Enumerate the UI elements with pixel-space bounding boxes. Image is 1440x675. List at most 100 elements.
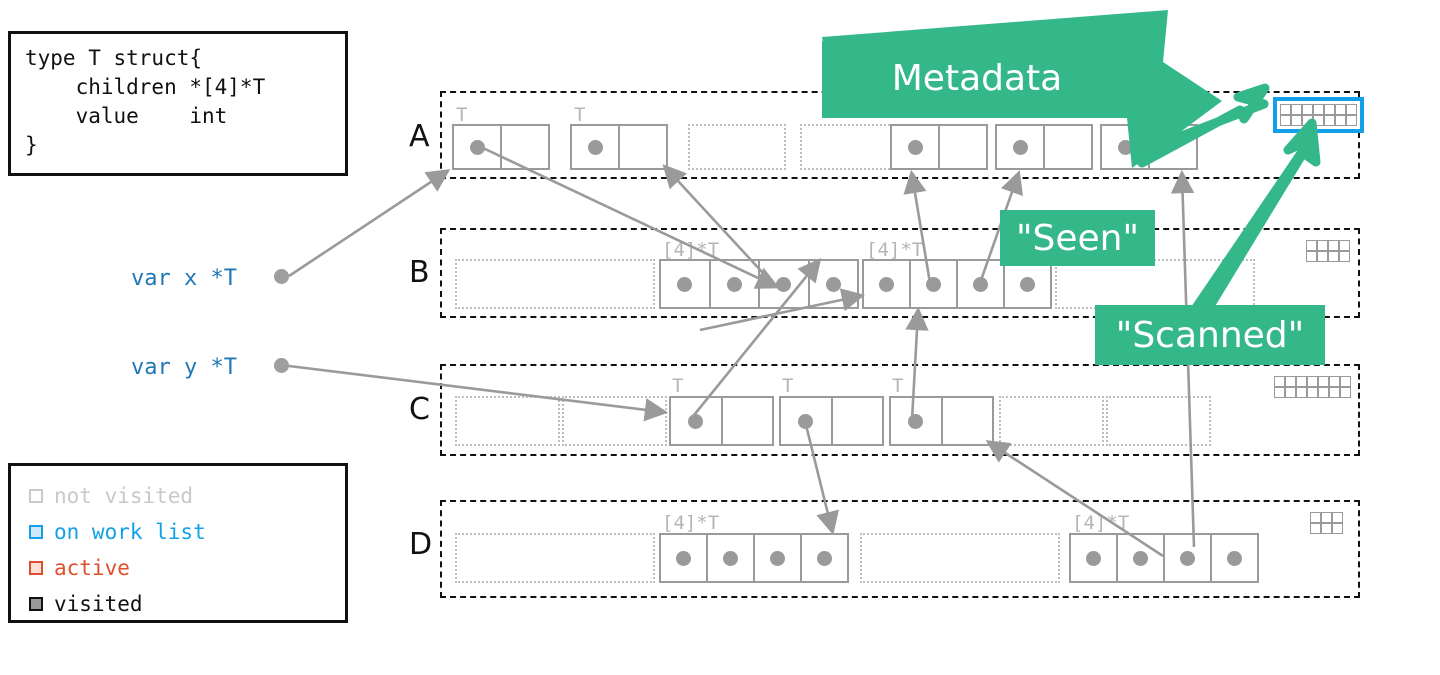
object-cell	[1057, 261, 1253, 307]
pointer-dot	[908, 413, 924, 429]
pointer-dot	[798, 413, 814, 429]
object-cell	[802, 126, 896, 168]
object-cell	[911, 261, 958, 307]
object-cell	[1071, 535, 1118, 581]
type-tag: [4]*T	[662, 512, 720, 534]
code-line: type T struct{	[25, 46, 203, 70]
object-cell	[723, 398, 773, 444]
object-cell	[457, 535, 653, 581]
heap-object-free	[562, 396, 667, 446]
var-x-label: var x *T	[131, 266, 237, 291]
pointer-dot	[1086, 550, 1101, 566]
metadata-row	[1306, 251, 1350, 262]
object-cell	[833, 398, 883, 444]
pointer-dot	[926, 276, 941, 292]
metadata-grid-row-a[interactable]	[1273, 97, 1364, 133]
object-cell	[1005, 261, 1050, 307]
object-cell	[454, 126, 502, 168]
object-cell	[755, 535, 802, 581]
pointer-dot	[879, 276, 894, 292]
object-cell	[891, 398, 943, 444]
heap-object[interactable]	[862, 259, 1052, 309]
heap-object-free	[999, 396, 1104, 446]
metadata-row	[1280, 115, 1357, 126]
object-cell	[572, 126, 620, 168]
pointer-dot	[1180, 550, 1195, 566]
metadata-row	[1280, 104, 1357, 115]
pointer-dot	[825, 276, 841, 292]
metadata-grid-row-b[interactable]	[1306, 240, 1350, 262]
pointer-dot	[726, 276, 742, 292]
pointer-dot	[1133, 550, 1148, 566]
row-label-d: D	[409, 527, 433, 562]
var-x-pointer-dot	[274, 269, 289, 284]
heap-object[interactable]	[659, 259, 859, 309]
metadata-row	[1274, 376, 1351, 387]
object-cell	[457, 398, 558, 444]
heap-object-free	[1106, 396, 1211, 446]
heap-row-d	[440, 500, 1360, 598]
object-cell	[862, 535, 1058, 581]
type-tag: T	[672, 375, 684, 397]
legend-label: on work list	[54, 519, 206, 544]
object-cell	[1150, 126, 1196, 168]
heap-object[interactable]	[889, 396, 994, 446]
pointer-dot	[587, 139, 603, 155]
type-tag: [4]*T	[866, 239, 924, 261]
type-tag: T	[574, 104, 586, 126]
pointer-dot	[469, 139, 485, 155]
heap-object[interactable]	[779, 396, 884, 446]
pointer-dot	[973, 276, 988, 292]
heap-object-free	[800, 124, 898, 170]
legend-swatch-icon	[29, 597, 43, 611]
row-label-b: B	[409, 255, 430, 290]
heap-object[interactable]	[995, 124, 1093, 170]
object-cell	[1102, 126, 1150, 168]
heap-object[interactable]	[1100, 124, 1198, 170]
callout-scanned: "Scanned"	[1095, 305, 1325, 365]
pointer-dot	[1117, 139, 1133, 155]
legend-swatch-icon	[29, 489, 43, 503]
object-cell	[1118, 535, 1165, 581]
metadata-grid-row-d[interactable]	[1310, 512, 1343, 534]
pointer-dot	[1020, 276, 1035, 292]
callout-metadata: Metadata	[822, 38, 1132, 118]
type-tag: T	[456, 104, 468, 126]
object-cell	[711, 261, 760, 307]
object-cell	[671, 398, 723, 444]
object-cell	[810, 261, 858, 307]
code-line: value int	[25, 104, 228, 128]
heap-object[interactable]	[1069, 533, 1259, 583]
struct-definition-box: type T struct{ children *[4]*T value int…	[8, 31, 348, 176]
heap-object[interactable]	[669, 396, 774, 446]
heap-object[interactable]	[570, 124, 668, 170]
legend-item-active: active	[29, 550, 345, 586]
object-cell	[620, 126, 666, 168]
heap-object[interactable]	[452, 124, 550, 170]
heap-object[interactable]	[659, 533, 849, 583]
callout-seen: "Seen"	[1000, 210, 1155, 266]
object-cell	[661, 261, 711, 307]
heap-object-free	[860, 533, 1060, 583]
var-y-pointer-dot	[274, 358, 289, 373]
pointer-dot	[770, 550, 785, 566]
legend-label: visited	[54, 591, 143, 616]
legend-swatch-icon	[29, 525, 43, 539]
object-cell	[760, 261, 810, 307]
metadata-row	[1310, 523, 1343, 534]
object-cell	[661, 535, 708, 581]
metadata-grid-row-c[interactable]	[1274, 376, 1351, 398]
pointer-dot	[677, 276, 693, 292]
pointer-dot	[907, 139, 923, 155]
row-label-a: A	[409, 119, 430, 154]
object-cell	[1001, 398, 1102, 444]
type-tag: [4]*T	[662, 239, 720, 261]
pointer-dot	[688, 413, 704, 429]
object-cell	[690, 126, 784, 168]
heap-object-free	[1055, 259, 1255, 309]
heap-object[interactable]	[890, 124, 988, 170]
type-tag: [4]*T	[1072, 512, 1130, 534]
heap-object-free	[455, 259, 655, 309]
code-line: }	[25, 133, 38, 157]
